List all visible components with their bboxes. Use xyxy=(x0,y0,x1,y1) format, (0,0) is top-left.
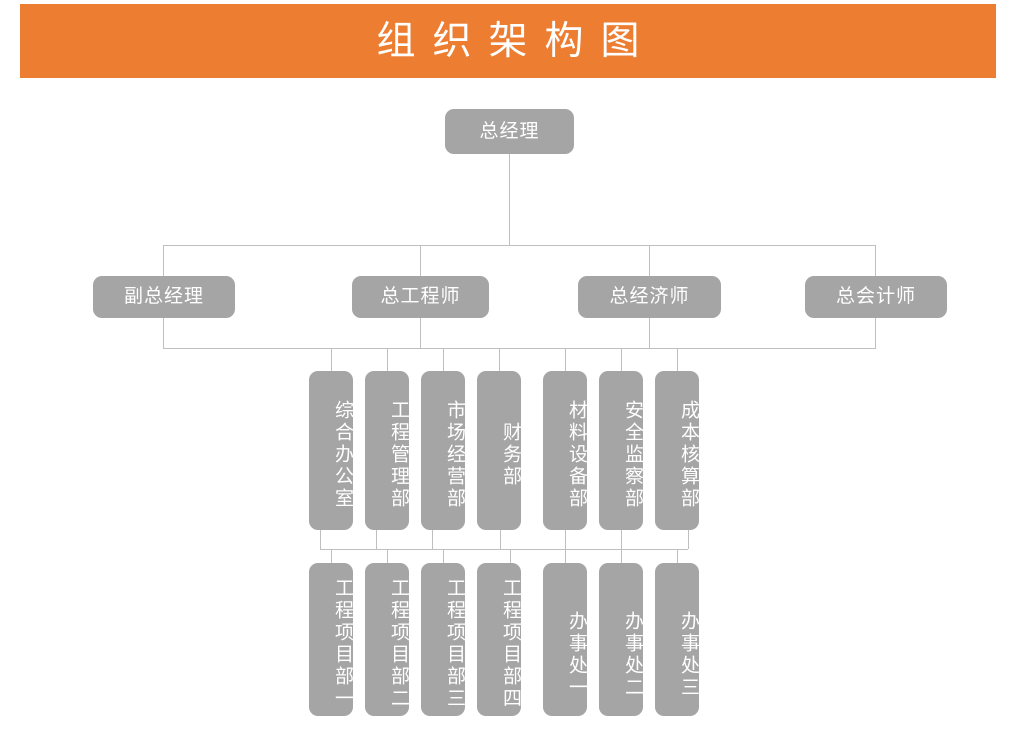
node-label: 安全监察部 xyxy=(622,400,643,510)
connector-l2-rail-top xyxy=(163,245,876,246)
node-market-operations-dept[interactable]: 市场经营部 xyxy=(421,371,465,530)
node-label: 财务部 xyxy=(500,422,521,488)
connector-l1-stem xyxy=(509,154,510,245)
connector-l4-drop-5 xyxy=(565,549,566,563)
node-label: 办事处二 xyxy=(622,610,643,699)
node-general-manager[interactable]: 总经理 xyxy=(445,109,574,154)
node-label: 工程项目部四 xyxy=(500,578,521,710)
connector-l4-stem-6 xyxy=(621,530,622,549)
node-general-office[interactable]: 综合办公室 xyxy=(309,371,353,530)
connector-l4-stem-3 xyxy=(432,530,433,549)
connector-l3-drop-4 xyxy=(499,348,500,371)
connector-l4-drop-3 xyxy=(443,549,444,563)
connector-l4-drop-1 xyxy=(331,549,332,563)
node-materials-equipment-dept[interactable]: 材料设备部 xyxy=(543,371,587,530)
connector-l3-rail xyxy=(163,348,876,349)
node-label: 工程项目部一 xyxy=(332,578,353,710)
node-project-dept-4[interactable]: 工程项目部四 xyxy=(477,563,521,716)
node-label: 总经济师 xyxy=(609,286,690,308)
connector-l3-drop-6 xyxy=(621,348,622,371)
node-label: 办事处三 xyxy=(678,610,699,699)
connector-l4-drop-2 xyxy=(387,549,388,563)
node-deputy-general-manager[interactable]: 副总经理 xyxy=(93,276,235,318)
node-chief-engineer[interactable]: 总工程师 xyxy=(352,276,489,318)
page-title: 组织架构图 xyxy=(376,19,657,63)
node-project-dept-1[interactable]: 工程项目部一 xyxy=(309,563,353,716)
connector-l4-drop-7 xyxy=(677,549,678,563)
node-branch-office-2[interactable]: 办事处二 xyxy=(599,563,643,716)
node-label: 办事处一 xyxy=(566,610,587,699)
connector-l4-stem-7 xyxy=(688,530,689,549)
node-label: 副总经理 xyxy=(123,286,204,308)
connector-l3-drop-1 xyxy=(331,348,332,371)
connector-l4-stem-1 xyxy=(320,530,321,549)
connector-l3-drop-3 xyxy=(443,348,444,371)
node-chief-accountant[interactable]: 总会计师 xyxy=(805,276,947,318)
connector-l4-drop-6 xyxy=(621,549,622,563)
connector-l4-stem-2 xyxy=(376,530,377,549)
connector-l4-stem-4 xyxy=(500,530,501,549)
node-label: 成本核算部 xyxy=(678,400,699,510)
node-label: 总工程师 xyxy=(380,286,461,308)
connector-l4-drop-4 xyxy=(510,549,511,563)
connector-l4-stem-5 xyxy=(565,530,566,549)
node-label: 总经理 xyxy=(479,120,540,142)
node-project-dept-2[interactable]: 工程项目部二 xyxy=(365,563,409,716)
connector-l3-drop-2 xyxy=(387,348,388,371)
node-branch-office-1[interactable]: 办事处一 xyxy=(543,563,587,716)
connector-l4-rail xyxy=(320,549,688,550)
node-engineering-management-dept[interactable]: 工程管理部 xyxy=(365,371,409,530)
node-label: 材料设备部 xyxy=(566,400,587,510)
node-label: 工程管理部 xyxy=(388,400,409,510)
node-label: 市场经营部 xyxy=(444,400,465,510)
node-project-dept-3[interactable]: 工程项目部三 xyxy=(421,563,465,716)
node-label: 工程项目部三 xyxy=(444,578,465,710)
connector-l3-drop-5 xyxy=(565,348,566,371)
node-chief-economist[interactable]: 总经济师 xyxy=(578,276,721,318)
node-finance-dept[interactable]: 财务部 xyxy=(477,371,521,530)
node-label: 综合办公室 xyxy=(332,400,353,510)
node-branch-office-3[interactable]: 办事处三 xyxy=(655,563,699,716)
node-cost-accounting-dept[interactable]: 成本核算部 xyxy=(655,371,699,530)
connector-l3-drop-7 xyxy=(677,348,678,371)
title-banner: 组织架构图 xyxy=(20,4,996,78)
node-label: 工程项目部二 xyxy=(388,578,409,710)
node-safety-supervision-dept[interactable]: 安全监察部 xyxy=(599,371,643,530)
node-label: 总会计师 xyxy=(835,286,916,308)
